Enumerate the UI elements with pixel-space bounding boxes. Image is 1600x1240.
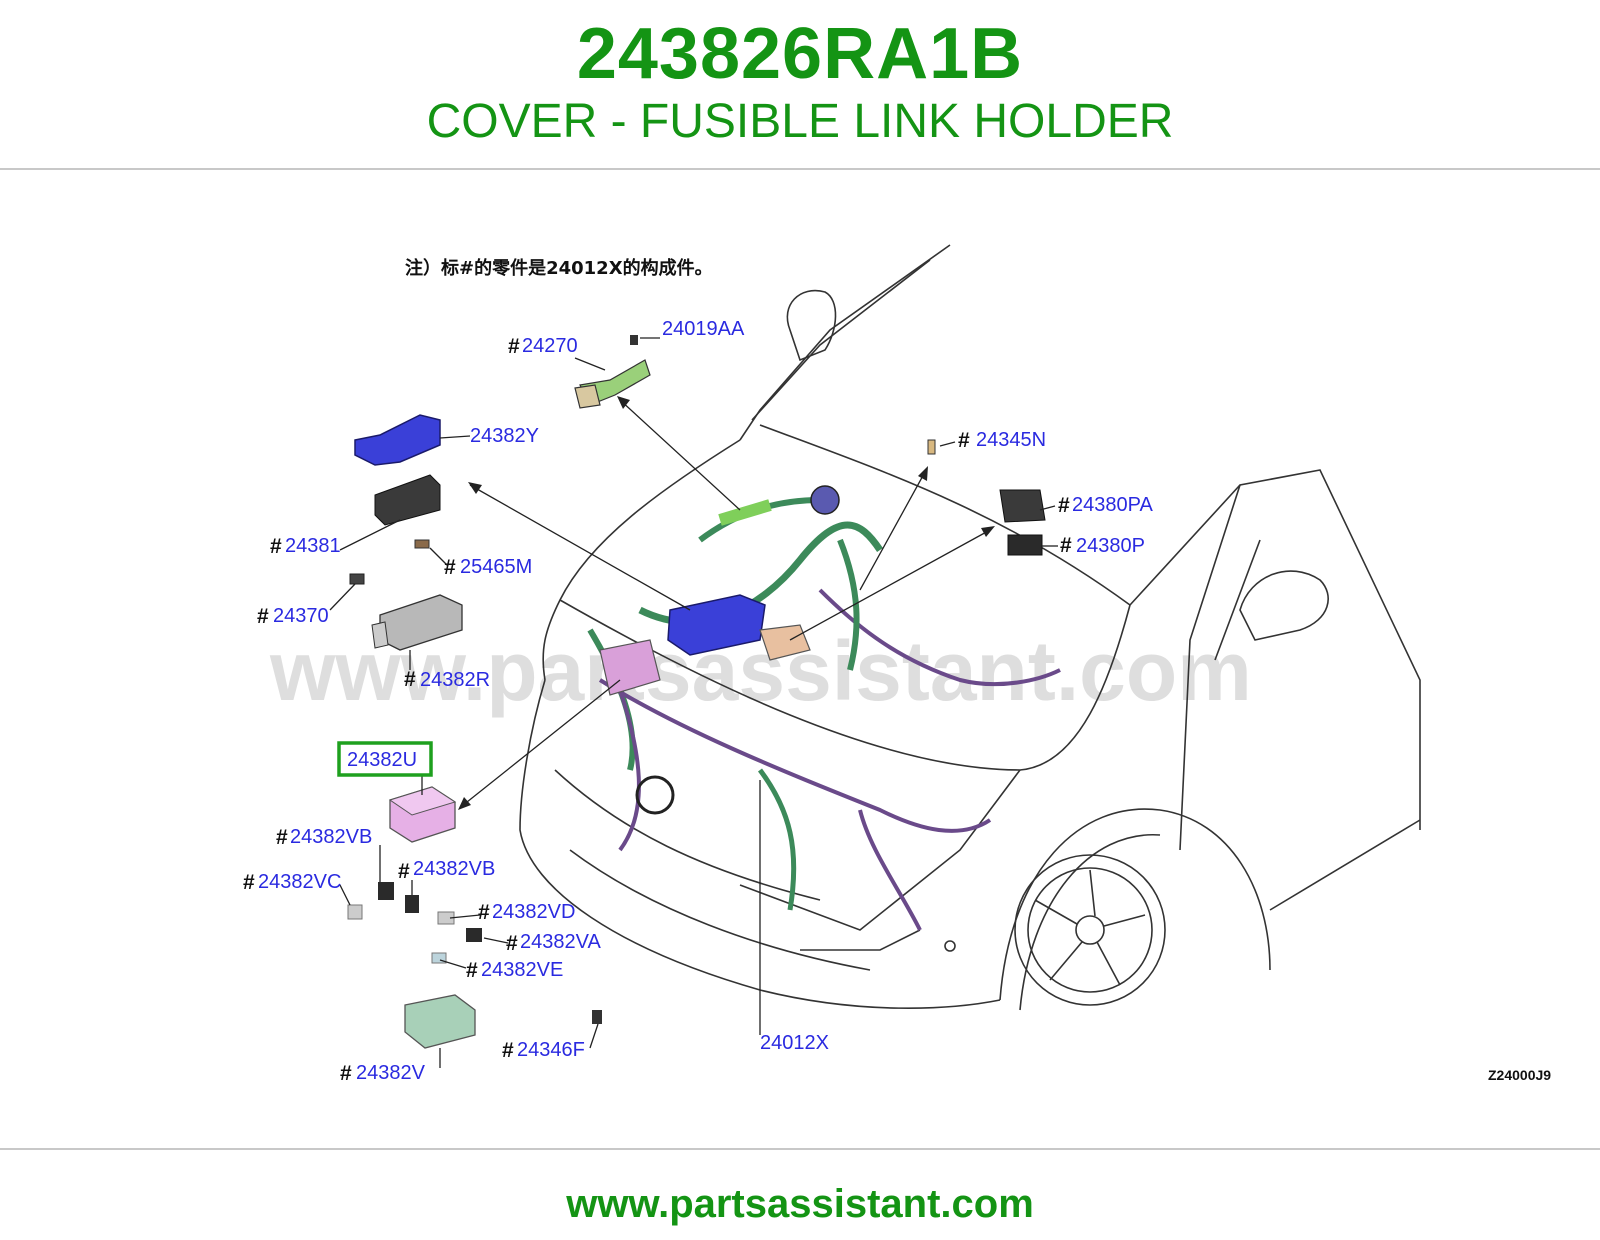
diagram-code: Z24000J9: [1488, 1067, 1551, 1083]
part-24345N-image: [927, 439, 936, 455]
leader-lines: [329, 337, 1058, 1068]
callout-24381[interactable]: # 24381: [270, 535, 341, 558]
callout-label: 24382VD: [492, 901, 575, 923]
hash-mark: #: [270, 535, 282, 558]
part-24270-image: [574, 359, 651, 409]
footer-url[interactable]: www.partsassistant.com: [566, 1182, 1034, 1226]
callout-label: 24382VB: [413, 858, 495, 880]
hash-mark: #: [958, 429, 970, 452]
part-25465M-image: [414, 539, 430, 549]
page-header: 243826RA1B COVER - FUSIBLE LINK HOLDER: [0, 0, 1600, 168]
callout-label: 24345N: [976, 429, 1046, 451]
hash-mark: #: [340, 1062, 352, 1085]
hash-mark: #: [276, 826, 288, 849]
callout-label: 24381: [285, 535, 341, 557]
callout-label: 24380P: [1076, 535, 1145, 557]
callout-label: 24382R: [420, 669, 490, 691]
callout-label: 24382VB: [290, 826, 372, 848]
callout-24382V[interactable]: # 24382V: [340, 1062, 426, 1085]
callout-24346F[interactable]: # 24346F: [502, 1039, 585, 1062]
callout-label: 24019AA: [662, 318, 745, 340]
callout-label: 24370: [273, 605, 329, 627]
hash-mark: #: [398, 860, 410, 883]
part-24382VB-image-2: [405, 895, 419, 913]
callout-24382Y[interactable]: 24382Y: [470, 425, 539, 447]
part-24382VA-image: [466, 928, 482, 942]
callout-25465M[interactable]: # 25465M: [444, 556, 532, 579]
part-24380PA-image: [999, 489, 1046, 523]
vehicle-outline: [519, 244, 1421, 1011]
callout-24382VB-2[interactable]: # 24382VB: [398, 858, 495, 883]
callout-24382VD[interactable]: # 24382VD: [478, 901, 575, 924]
parts-diagram: www.partsassistant.com 注）标#的零件是24012X的构成…: [0, 210, 1600, 1110]
callout-24012X[interactable]: 24012X: [760, 1032, 829, 1054]
callout-24382VE[interactable]: # 24382VE: [466, 959, 563, 982]
diagram-note: 注）标#的零件是24012X的构成件。: [405, 257, 713, 279]
callout-24370[interactable]: # 24370: [257, 605, 329, 628]
callout-24345N[interactable]: # 24345N: [958, 429, 1046, 452]
callout-label: 24380PA: [1072, 494, 1153, 516]
part-24382VC-image: [347, 904, 363, 920]
part-24381-image: [374, 474, 441, 526]
part-24019AA-image: [630, 335, 638, 345]
hash-mark: #: [502, 1039, 514, 1062]
callout-label: 24382Y: [470, 425, 539, 447]
callout-label: 24382V: [356, 1062, 426, 1084]
callout-label: 24012X: [760, 1032, 829, 1054]
wiring-harness: [587, 485, 1061, 931]
callout-label: 24382VA: [520, 931, 601, 953]
part-24382V-image: [404, 994, 476, 1049]
part-24370-image: [349, 573, 365, 585]
part-24346F-image: [592, 1010, 602, 1024]
callout-label: 24382VC: [258, 871, 341, 893]
part-24382VB-image-1: [378, 882, 394, 900]
hash-mark: #: [478, 901, 490, 924]
parts-diagram-svg: www.partsassistant.com 注）标#的零件是24012X的构成…: [243, 244, 1551, 1085]
callout-24380PA[interactable]: # 24380PA: [1058, 494, 1153, 517]
part-number-title: 243826RA1B: [576, 14, 1024, 94]
hash-mark: #: [243, 871, 255, 894]
callout-24382R[interactable]: # 24382R: [404, 668, 490, 691]
callout-24382U[interactable]: 24382U: [337, 741, 433, 777]
highlight-box: [337, 741, 433, 777]
callout-24382VC[interactable]: # 24382VC: [243, 871, 341, 894]
header-divider: [0, 168, 1600, 170]
part-24382Y-image: [354, 414, 441, 466]
hash-mark: #: [1058, 494, 1070, 517]
hash-mark: #: [506, 932, 518, 955]
hash-mark: #: [257, 605, 269, 628]
part-24382U-image: [388, 786, 457, 843]
callout-24382VB-1[interactable]: # 24382VB: [276, 826, 372, 849]
footer-divider: [0, 1148, 1600, 1150]
callout-24019AA[interactable]: 24019AA: [662, 318, 745, 340]
callout-24270[interactable]: # 24270: [508, 335, 578, 358]
part-description: COVER - FUSIBLE LINK HOLDER: [426, 95, 1174, 148]
part-24380P-image: [1007, 534, 1043, 556]
part-24382R-image: [371, 594, 463, 651]
hash-mark: #: [1060, 534, 1072, 557]
callout-label: 24270: [522, 335, 578, 357]
hash-mark: #: [466, 959, 478, 982]
callout-label: 24382U: [347, 749, 417, 771]
hash-mark: #: [508, 335, 520, 358]
hash-mark: #: [404, 668, 416, 691]
callout-label: 24382VE: [481, 959, 563, 981]
callout-label: 25465M: [460, 556, 532, 578]
callout-24382VA[interactable]: # 24382VA: [506, 931, 601, 955]
hash-mark: #: [444, 556, 456, 579]
callout-24380P[interactable]: # 24380P: [1060, 534, 1145, 557]
part-24382VE-image: [431, 952, 447, 964]
callout-label: 24346F: [517, 1039, 585, 1061]
